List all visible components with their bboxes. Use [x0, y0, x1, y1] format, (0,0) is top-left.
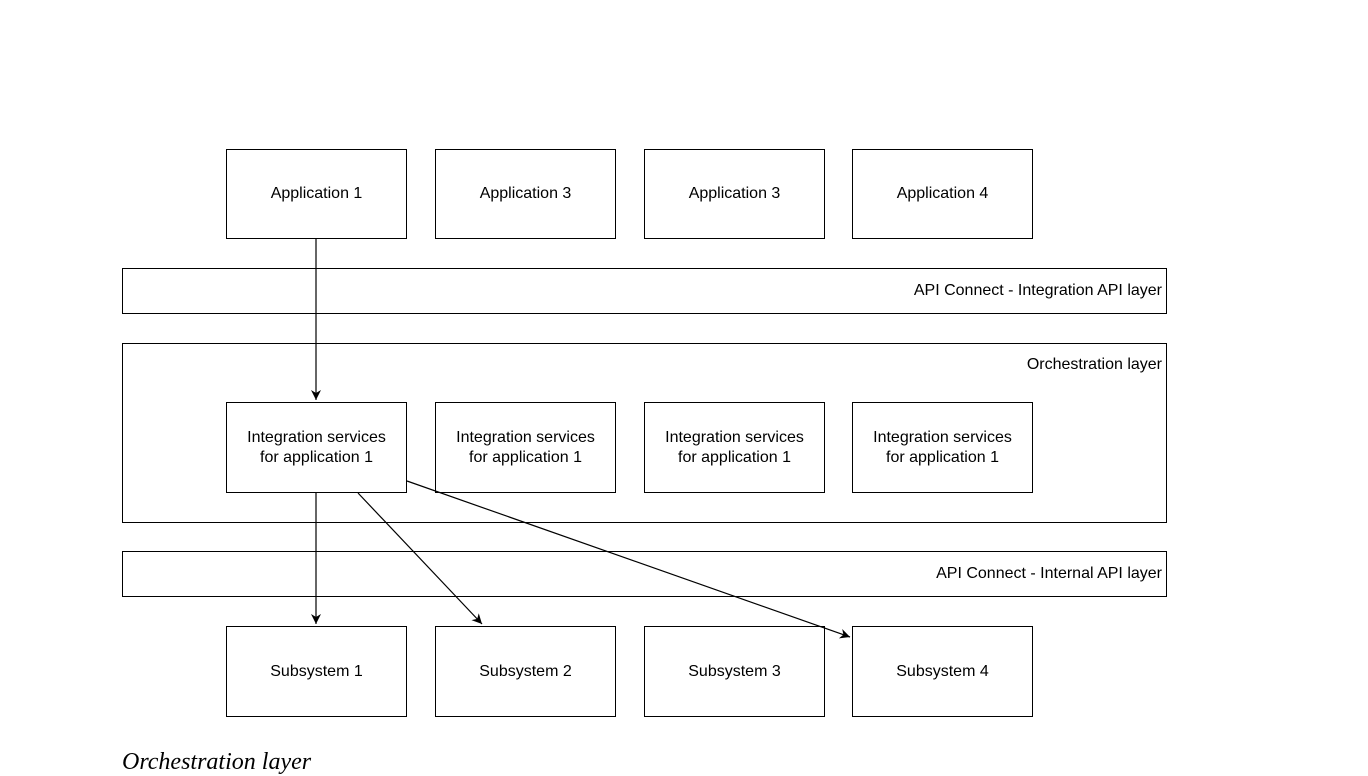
subsystem-box-2: Subsystem 2 [435, 626, 616, 717]
internal-api-layer: API Connect - Internal API layer [122, 551, 1167, 597]
integration-service-label-line1: Integration services [665, 428, 804, 446]
subsystem-label: Subsystem 3 [688, 662, 781, 680]
subsystem-box-4: Subsystem 4 [852, 626, 1033, 717]
application-box-2: Application 3 [435, 149, 616, 239]
subsystem-label: Subsystem 4 [896, 662, 989, 680]
orchestration-layer-label: Orchestration layer [1026, 356, 1162, 373]
integration-api-layer-label: API Connect - Integration API layer [913, 282, 1162, 299]
integration-service-label-line2: for application 1 [886, 448, 999, 466]
subsystem-box-3: Subsystem 3 [644, 626, 825, 717]
integration-service-label-line1: Integration services [247, 428, 386, 446]
integration-service-box-3: Integration services for application 1 [644, 402, 825, 493]
internal-api-layer-label: API Connect - Internal API layer [936, 565, 1162, 582]
application-label: Application 4 [896, 185, 989, 202]
application-box-3: Application 3 [644, 149, 825, 239]
integration-service-box-1: Integration services for application 1 [226, 402, 407, 493]
application-box-1: Application 1 [226, 149, 407, 239]
integration-service-label-line2: for application 1 [678, 448, 791, 466]
integration-service-box-2: Integration services for application 1 [435, 402, 616, 493]
diagram-caption: Orchestration layer [122, 749, 312, 775]
integration-service-box-4: Integration services for application 1 [852, 402, 1033, 493]
subsystem-box-1: Subsystem 1 [226, 626, 407, 717]
application-box-4: Application 4 [852, 149, 1033, 239]
integration-service-label-line1: Integration services [456, 428, 595, 446]
integration-service-label-line1: Integration services [873, 428, 1012, 446]
subsystem-label: Subsystem 2 [479, 662, 572, 680]
integration-service-label-line2: for application 1 [260, 448, 373, 466]
application-label: Application 3 [479, 185, 572, 202]
application-label: Application 1 [270, 185, 363, 202]
integration-service-label-line2: for application 1 [469, 448, 582, 466]
integration-api-layer: API Connect - Integration API layer [122, 268, 1167, 314]
application-label: Application 3 [688, 185, 781, 202]
subsystem-label: Subsystem 1 [270, 662, 363, 680]
